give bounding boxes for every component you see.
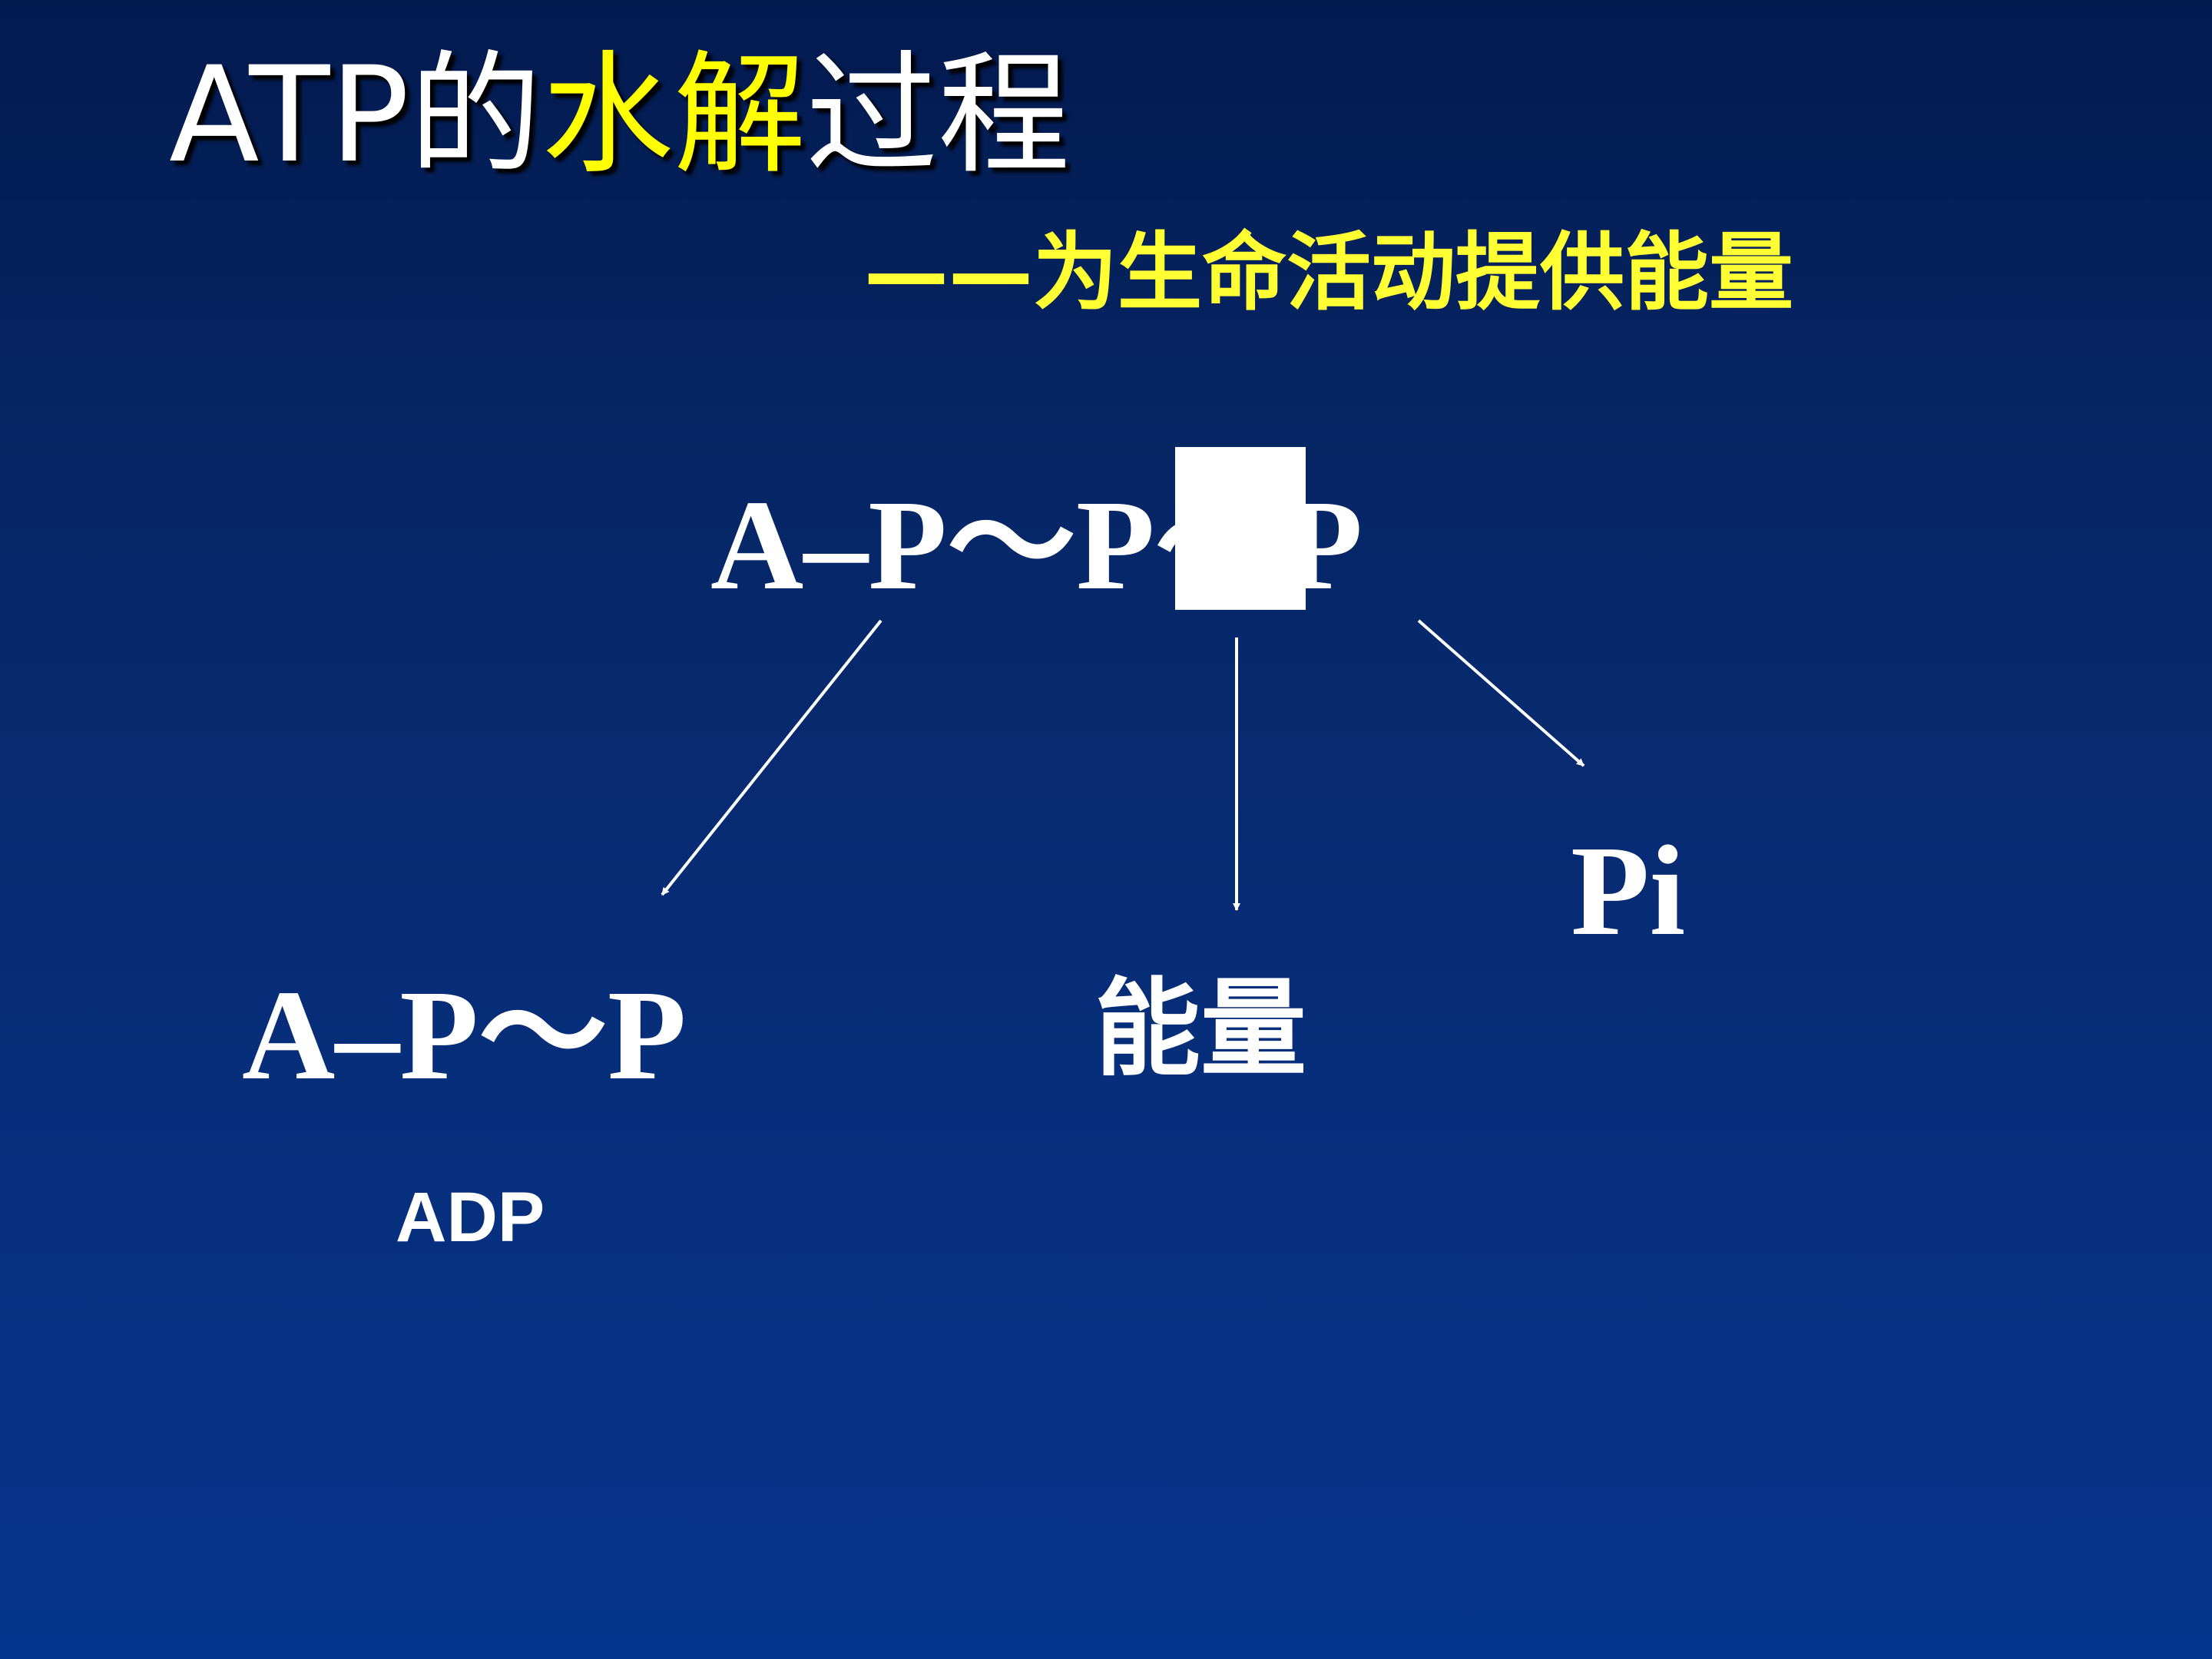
adp-label: ADP xyxy=(396,1178,545,1257)
slide-title: ATP的水解过程 xyxy=(169,31,1070,200)
high-energy-bond-highlight xyxy=(1175,447,1306,610)
slide-subtitle: ——为生命活动提供能量 xyxy=(864,224,1793,322)
phosphate-label: Pi xyxy=(1571,820,1686,962)
title-prefix: ATP的 xyxy=(169,38,542,192)
title-suffix: 过程 xyxy=(806,38,1071,192)
energy-label: 能量 xyxy=(1094,967,1307,1091)
arrow-to-adp xyxy=(661,619,882,896)
adp-formula: A–P～P xyxy=(242,964,687,1107)
title-highlight: 水解 xyxy=(541,38,806,192)
arrow-to-pi xyxy=(1417,619,1585,767)
